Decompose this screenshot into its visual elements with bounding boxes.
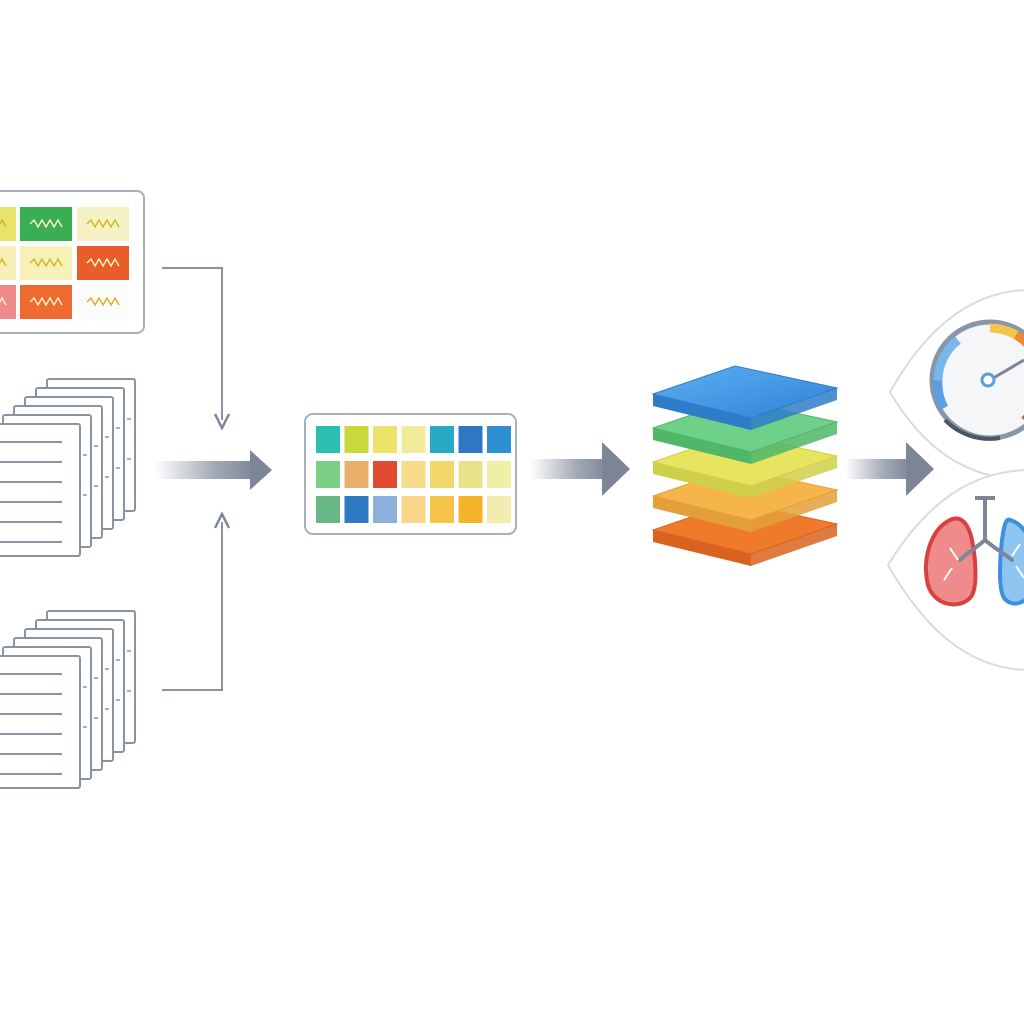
signal-tile	[77, 246, 129, 280]
matrix-cell	[430, 461, 454, 488]
gauge-icon	[929, 319, 1024, 441]
matrix-cell	[373, 426, 397, 453]
connector-arrowhead-up	[213, 511, 231, 529]
signal-tile	[0, 285, 16, 319]
document-stack-upper	[0, 378, 136, 557]
matrix-cell	[316, 461, 340, 488]
matrix-cell	[316, 426, 340, 453]
matrix-cell	[344, 461, 369, 488]
output-panel-gauge	[888, 289, 1024, 481]
matrix-cell	[401, 461, 426, 488]
signal-tile	[20, 285, 72, 319]
waveform-icon	[0, 296, 7, 306]
matrix-cell	[430, 496, 454, 523]
layer-stack-icon	[651, 365, 839, 566]
waveform-icon	[29, 296, 63, 307]
waveform-icon	[86, 296, 120, 307]
matrix-cell	[458, 496, 483, 523]
flow-arrow-1-shaft	[155, 461, 255, 479]
lungs-icon	[924, 496, 1024, 607]
flow-arrow-1-head	[250, 450, 272, 490]
document-page	[0, 655, 81, 789]
matrix-cell	[316, 496, 340, 523]
waveform-icon	[86, 218, 120, 229]
waveform-icon	[0, 218, 7, 228]
flow-arrow-1	[155, 450, 272, 490]
matrix-cell	[458, 426, 483, 453]
signal-tile	[77, 207, 129, 241]
feature-matrix	[304, 413, 517, 535]
flow-arrow-2	[530, 442, 630, 496]
signal-tiles	[0, 207, 129, 319]
waveform-icon	[0, 257, 7, 267]
matrix-cell	[401, 426, 426, 453]
signal-tile	[0, 207, 16, 241]
matrix-cell	[344, 496, 369, 523]
matrix-cell	[487, 426, 511, 453]
matrix-cell	[458, 461, 483, 488]
matrix-cell	[430, 426, 454, 453]
connector-arrowhead-down	[213, 413, 231, 431]
matrix-cell	[344, 426, 369, 453]
feature-matrix-cells	[316, 426, 511, 523]
matrix-cell	[487, 461, 511, 488]
waveform-icon	[86, 257, 120, 268]
matrix-cell	[487, 496, 511, 523]
flow-arrow-3-shaft	[845, 459, 911, 479]
matrix-cell	[401, 496, 426, 523]
signal-tile	[20, 246, 72, 280]
signal-tiles-panel	[0, 190, 145, 334]
merge-connectors	[162, 267, 231, 691]
output-panel-lungs	[886, 469, 1024, 671]
flow-arrow-3-head	[906, 442, 934, 496]
flow-arrow-2-head	[602, 442, 630, 496]
matrix-cell	[373, 496, 397, 523]
flow-arrow-2-shaft	[530, 459, 608, 479]
flow-arrow-3	[845, 442, 934, 496]
layer-slab	[651, 365, 839, 430]
waveform-icon	[29, 218, 63, 229]
matrix-cell	[373, 461, 397, 488]
connector-from-signals	[162, 267, 223, 420]
document-page	[0, 423, 81, 557]
connector-from-lower-docs	[162, 522, 223, 691]
signal-tile	[77, 285, 129, 319]
document-stack-lower	[0, 610, 136, 789]
signal-tile	[0, 246, 16, 280]
signal-tile	[20, 207, 72, 241]
waveform-icon	[29, 257, 63, 268]
